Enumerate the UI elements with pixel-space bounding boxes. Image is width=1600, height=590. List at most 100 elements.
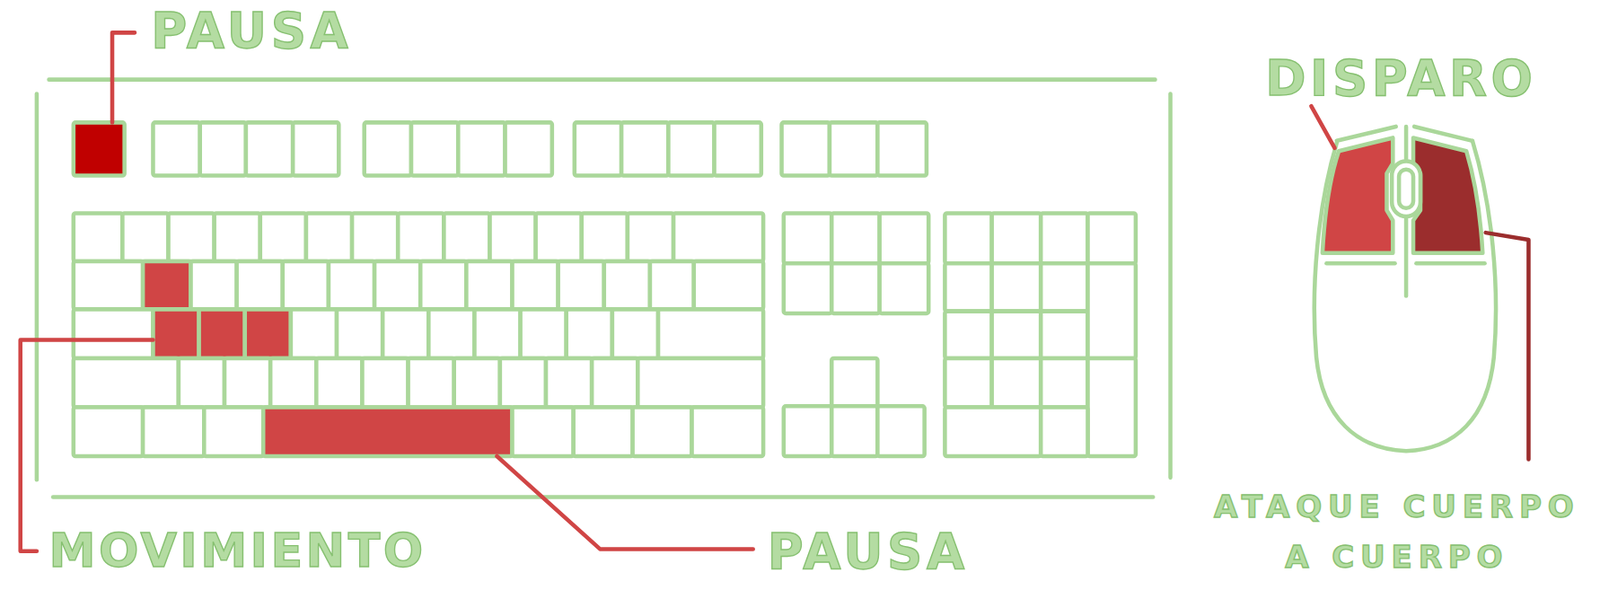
right-button [1413,137,1483,253]
key [650,261,695,309]
key [632,406,693,457]
key [328,261,375,309]
leader-line [1485,232,1530,459]
key [336,308,383,359]
key [536,213,582,262]
key [944,213,992,264]
key [490,213,537,262]
key [512,406,574,457]
key [142,406,204,457]
key [877,405,924,457]
key [783,263,832,314]
key [944,311,992,359]
key [364,122,412,176]
key [505,122,553,176]
key [604,261,651,309]
leader-line [1310,105,1335,149]
key [831,405,878,457]
scroll-wheel [1398,169,1414,209]
key [573,406,633,457]
mouse-edge [1326,261,1395,266]
key [877,122,927,176]
key [574,122,622,176]
key [831,263,880,314]
key [465,261,512,309]
key [621,122,669,176]
key [245,308,291,359]
key [454,358,501,408]
key [191,261,238,309]
key [152,122,200,176]
key [500,358,546,408]
key [73,406,143,457]
key [316,358,362,408]
key [673,213,764,262]
leader-line [112,32,135,123]
key [992,311,1042,359]
key [612,308,659,359]
key [246,122,293,176]
key [831,213,880,264]
key [292,122,339,176]
key [1040,406,1088,457]
key [692,406,765,457]
key [782,122,830,176]
key [879,213,930,264]
key [591,358,638,408]
keyboard-edge [35,94,40,481]
key [73,213,124,262]
key [558,261,605,309]
key [1087,358,1135,457]
keyboard [36,79,1171,498]
key [1040,213,1088,264]
key [397,213,444,262]
keyboard-edge [1168,94,1173,478]
key [282,261,329,309]
key [512,261,559,309]
key [992,358,1042,408]
key [714,122,762,176]
key [520,308,567,359]
key [658,308,764,359]
key [237,261,283,309]
key [1040,358,1088,408]
key [152,308,199,359]
mouse [1314,126,1496,451]
label: PAUSA [150,6,352,56]
key [992,263,1042,311]
mouse-edge [1414,126,1473,141]
label: ATAQUE CUERPO A CUERPO [1204,481,1591,581]
key [122,213,168,262]
key [73,122,125,176]
key [270,358,317,408]
mouse-edge [1415,261,1485,266]
key [783,213,832,264]
key [1040,311,1088,359]
scroll-wheel [1391,161,1421,217]
keys [73,122,1136,457]
key [992,213,1042,264]
key [783,405,832,457]
key [831,358,878,406]
key [200,122,247,176]
leader-line [496,456,753,549]
key [420,261,466,309]
key [73,308,154,359]
key [443,213,490,262]
key [382,308,429,359]
key [73,358,179,408]
key [428,308,475,359]
key [829,122,878,176]
keyboard-edge [52,494,1153,500]
key [566,308,613,359]
key [944,406,1041,457]
key [408,358,455,408]
key [351,213,398,262]
key [944,263,992,311]
key [260,213,307,262]
key [361,358,408,408]
leaders [20,32,1530,551]
key [224,358,271,408]
key [306,213,352,262]
